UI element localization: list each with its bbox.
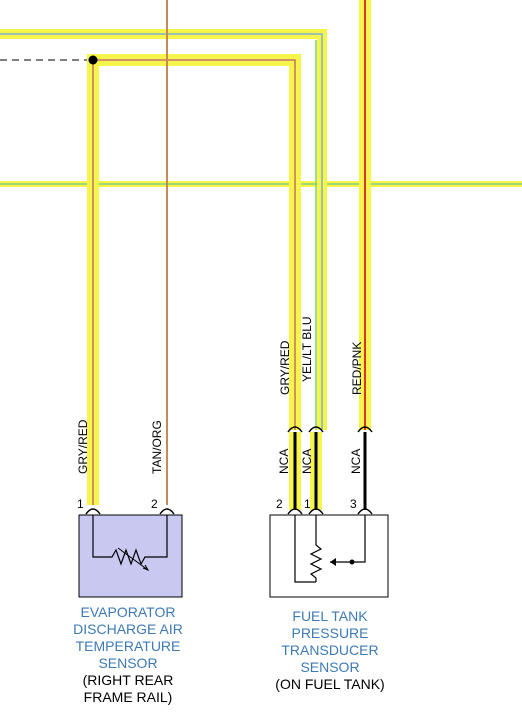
splice-dot: [88, 55, 98, 65]
evap-sensor-name-line-3: TEMPERATURE: [75, 638, 181, 654]
yel-lt-blu-wire: [315, 40, 317, 430]
fuel-sensor-name-line-4: SENSOR: [300, 659, 360, 675]
evap-sensor-box: [78, 514, 183, 598]
nca-label-2: NCA: [300, 449, 314, 474]
evap-pin-2: 2: [151, 497, 158, 511]
fuel-sensor-box: [269, 514, 389, 598]
pin-chevrons: [85, 508, 373, 515]
wire-label-yel-lt-blu: YEL/LT BLU: [300, 316, 314, 382]
fuel-sensor-caption: FUEL TANK PRESSURE TRANSDUCER SENSOR (ON…: [250, 608, 410, 693]
wire-label-tan-org: TAN/ORG: [150, 420, 164, 474]
nca-label-1: NCA: [277, 449, 291, 474]
evap-sensor-caption: EVAPORATOR DISCHARGE AIR TEMPERATURE SEN…: [48, 604, 208, 706]
evap-sensor-location-line-1: (RIGHT REAR: [82, 672, 174, 688]
fuel-sensor-name-line-2: PRESSURE: [291, 625, 369, 641]
wire-label-red-pnk: RED/PNK: [350, 342, 364, 395]
evap-sensor-name-line-2: DISCHARGE AIR: [73, 621, 183, 637]
nca-segments: [289, 432, 367, 510]
connector-chevrons: [287, 426, 373, 433]
fuel-pin-3: 3: [350, 497, 357, 511]
evap-sensor-name-line-1: EVAPORATOR: [80, 604, 176, 620]
gry-red-wire: [87, 54, 301, 505]
evap-sensor-name-line-4: SENSOR: [98, 655, 158, 671]
fuel-pin-1: 1: [304, 497, 311, 511]
thermistor-arrow: [117, 547, 149, 571]
evap-pin-1: 1: [77, 497, 84, 511]
nca-label-3: NCA: [349, 449, 363, 474]
wire-label-gry-red-right: GRY/RED: [278, 340, 292, 395]
evap-sensor-location-line-2: FRAME RAIL): [83, 689, 173, 705]
fuel-sensor-name-line-1: FUEL TANK: [292, 608, 368, 624]
fuel-sensor-name-line-3: TRANSDUCER: [281, 642, 379, 658]
fuel-pin-2: 2: [276, 497, 283, 511]
wire-label-gry-red-left: GRY/RED: [76, 419, 90, 474]
gry-red-wire-outer: [0, 29, 327, 430]
fuel-sensor-location-line-1: (ON FUEL TANK): [275, 676, 385, 692]
